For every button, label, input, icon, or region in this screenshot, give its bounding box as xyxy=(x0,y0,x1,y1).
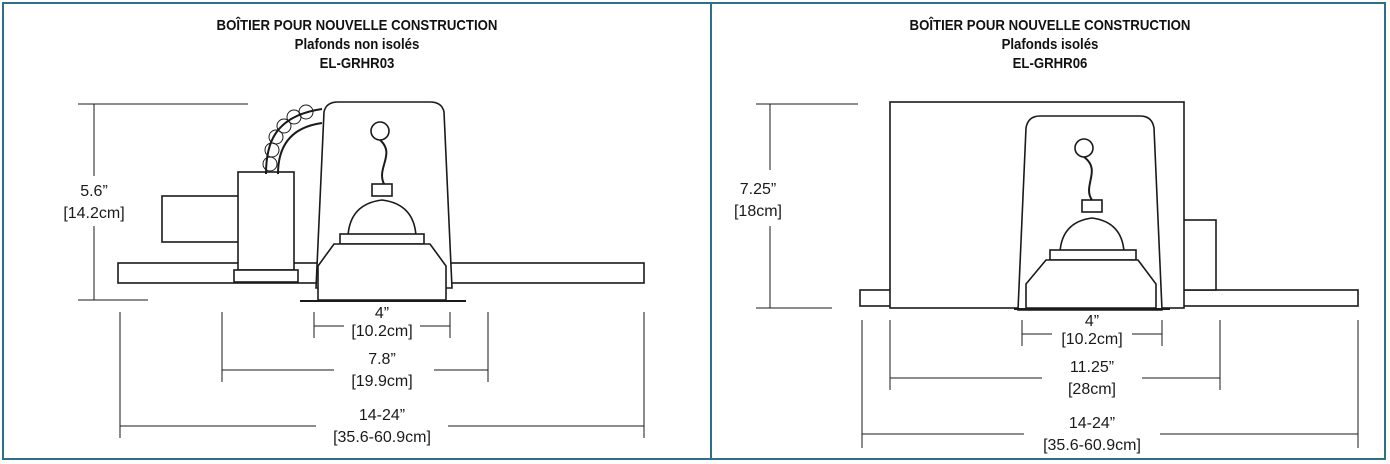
panel-title: BOÎTIER POUR NOUVELLE CONSTRUCTION xyxy=(216,17,498,34)
trim-cone xyxy=(317,243,447,301)
bar-width-inches: 14-24” xyxy=(1069,415,1115,432)
panel-insulated: BOÎTIER POUR NOUVELLE CONSTRUCTION Plafo… xyxy=(712,4,1388,458)
housing-width-inches: 7.8” xyxy=(368,351,396,368)
aperture-inches: 4” xyxy=(1085,313,1099,330)
housing-drawing-non-insulated: 5.6” [14.2cm] 4” [10.2cm] 7.8” [19.9cm] … xyxy=(63,101,645,446)
housing-width-cm: [28cm] xyxy=(1068,381,1116,398)
panel-subtitle: Plafonds non isolés xyxy=(294,36,420,53)
height-inches: 5.6” xyxy=(80,183,108,200)
junction-box-plate xyxy=(161,195,243,243)
panel-divider xyxy=(710,4,712,458)
panel-heading: BOÎTIER POUR NOUVELLE CONSTRUCTION Plafo… xyxy=(753,16,1348,73)
aperture-cm: [10.2cm] xyxy=(1061,331,1122,348)
socket xyxy=(1074,138,1094,158)
flex-conduit xyxy=(262,104,323,175)
panel-model: EL-GRHR03 xyxy=(319,55,395,72)
panel-subtitle: Plafonds isolés xyxy=(1001,36,1099,53)
panel-model: EL-GRHR06 xyxy=(1012,55,1088,72)
junction-box-base xyxy=(233,269,299,283)
trim-cone xyxy=(1025,259,1157,309)
socket xyxy=(370,121,390,141)
bar-width-cm: [35.6-60.9cm] xyxy=(1043,437,1141,454)
panel-non-insulated: BOÎTIER POUR NOUVELLE CONSTRUCTION Plafo… xyxy=(4,4,710,458)
aperture-inches: 4” xyxy=(375,305,389,322)
bar-width-inches: 14-24” xyxy=(359,407,405,424)
lamp xyxy=(347,199,417,237)
height-inches: 7.25” xyxy=(740,181,776,198)
junction-box xyxy=(1181,219,1217,291)
height-cm: [14.2cm] xyxy=(63,205,124,222)
housing-width-cm: [19.9cm] xyxy=(351,373,412,390)
junction-box xyxy=(237,171,295,271)
bar-width-cm: [35.6-60.9cm] xyxy=(333,429,431,446)
height-cm: [18cm] xyxy=(734,203,782,220)
panel-title: BOÎTIER POUR NOUVELLE CONSTRUCTION xyxy=(909,17,1191,34)
panel-heading: BOÎTIER POUR NOUVELLE CONSTRUCTION Plafo… xyxy=(46,16,667,73)
lamp xyxy=(1059,217,1125,253)
aperture-cm: [10.2cm] xyxy=(351,323,412,340)
housing-drawing-insulated: 7.25” [18cm] 4” [10.2cm] 11.25” [28cm] 1… xyxy=(734,101,1359,454)
housing-width-inches: 11.25” xyxy=(1070,359,1114,376)
